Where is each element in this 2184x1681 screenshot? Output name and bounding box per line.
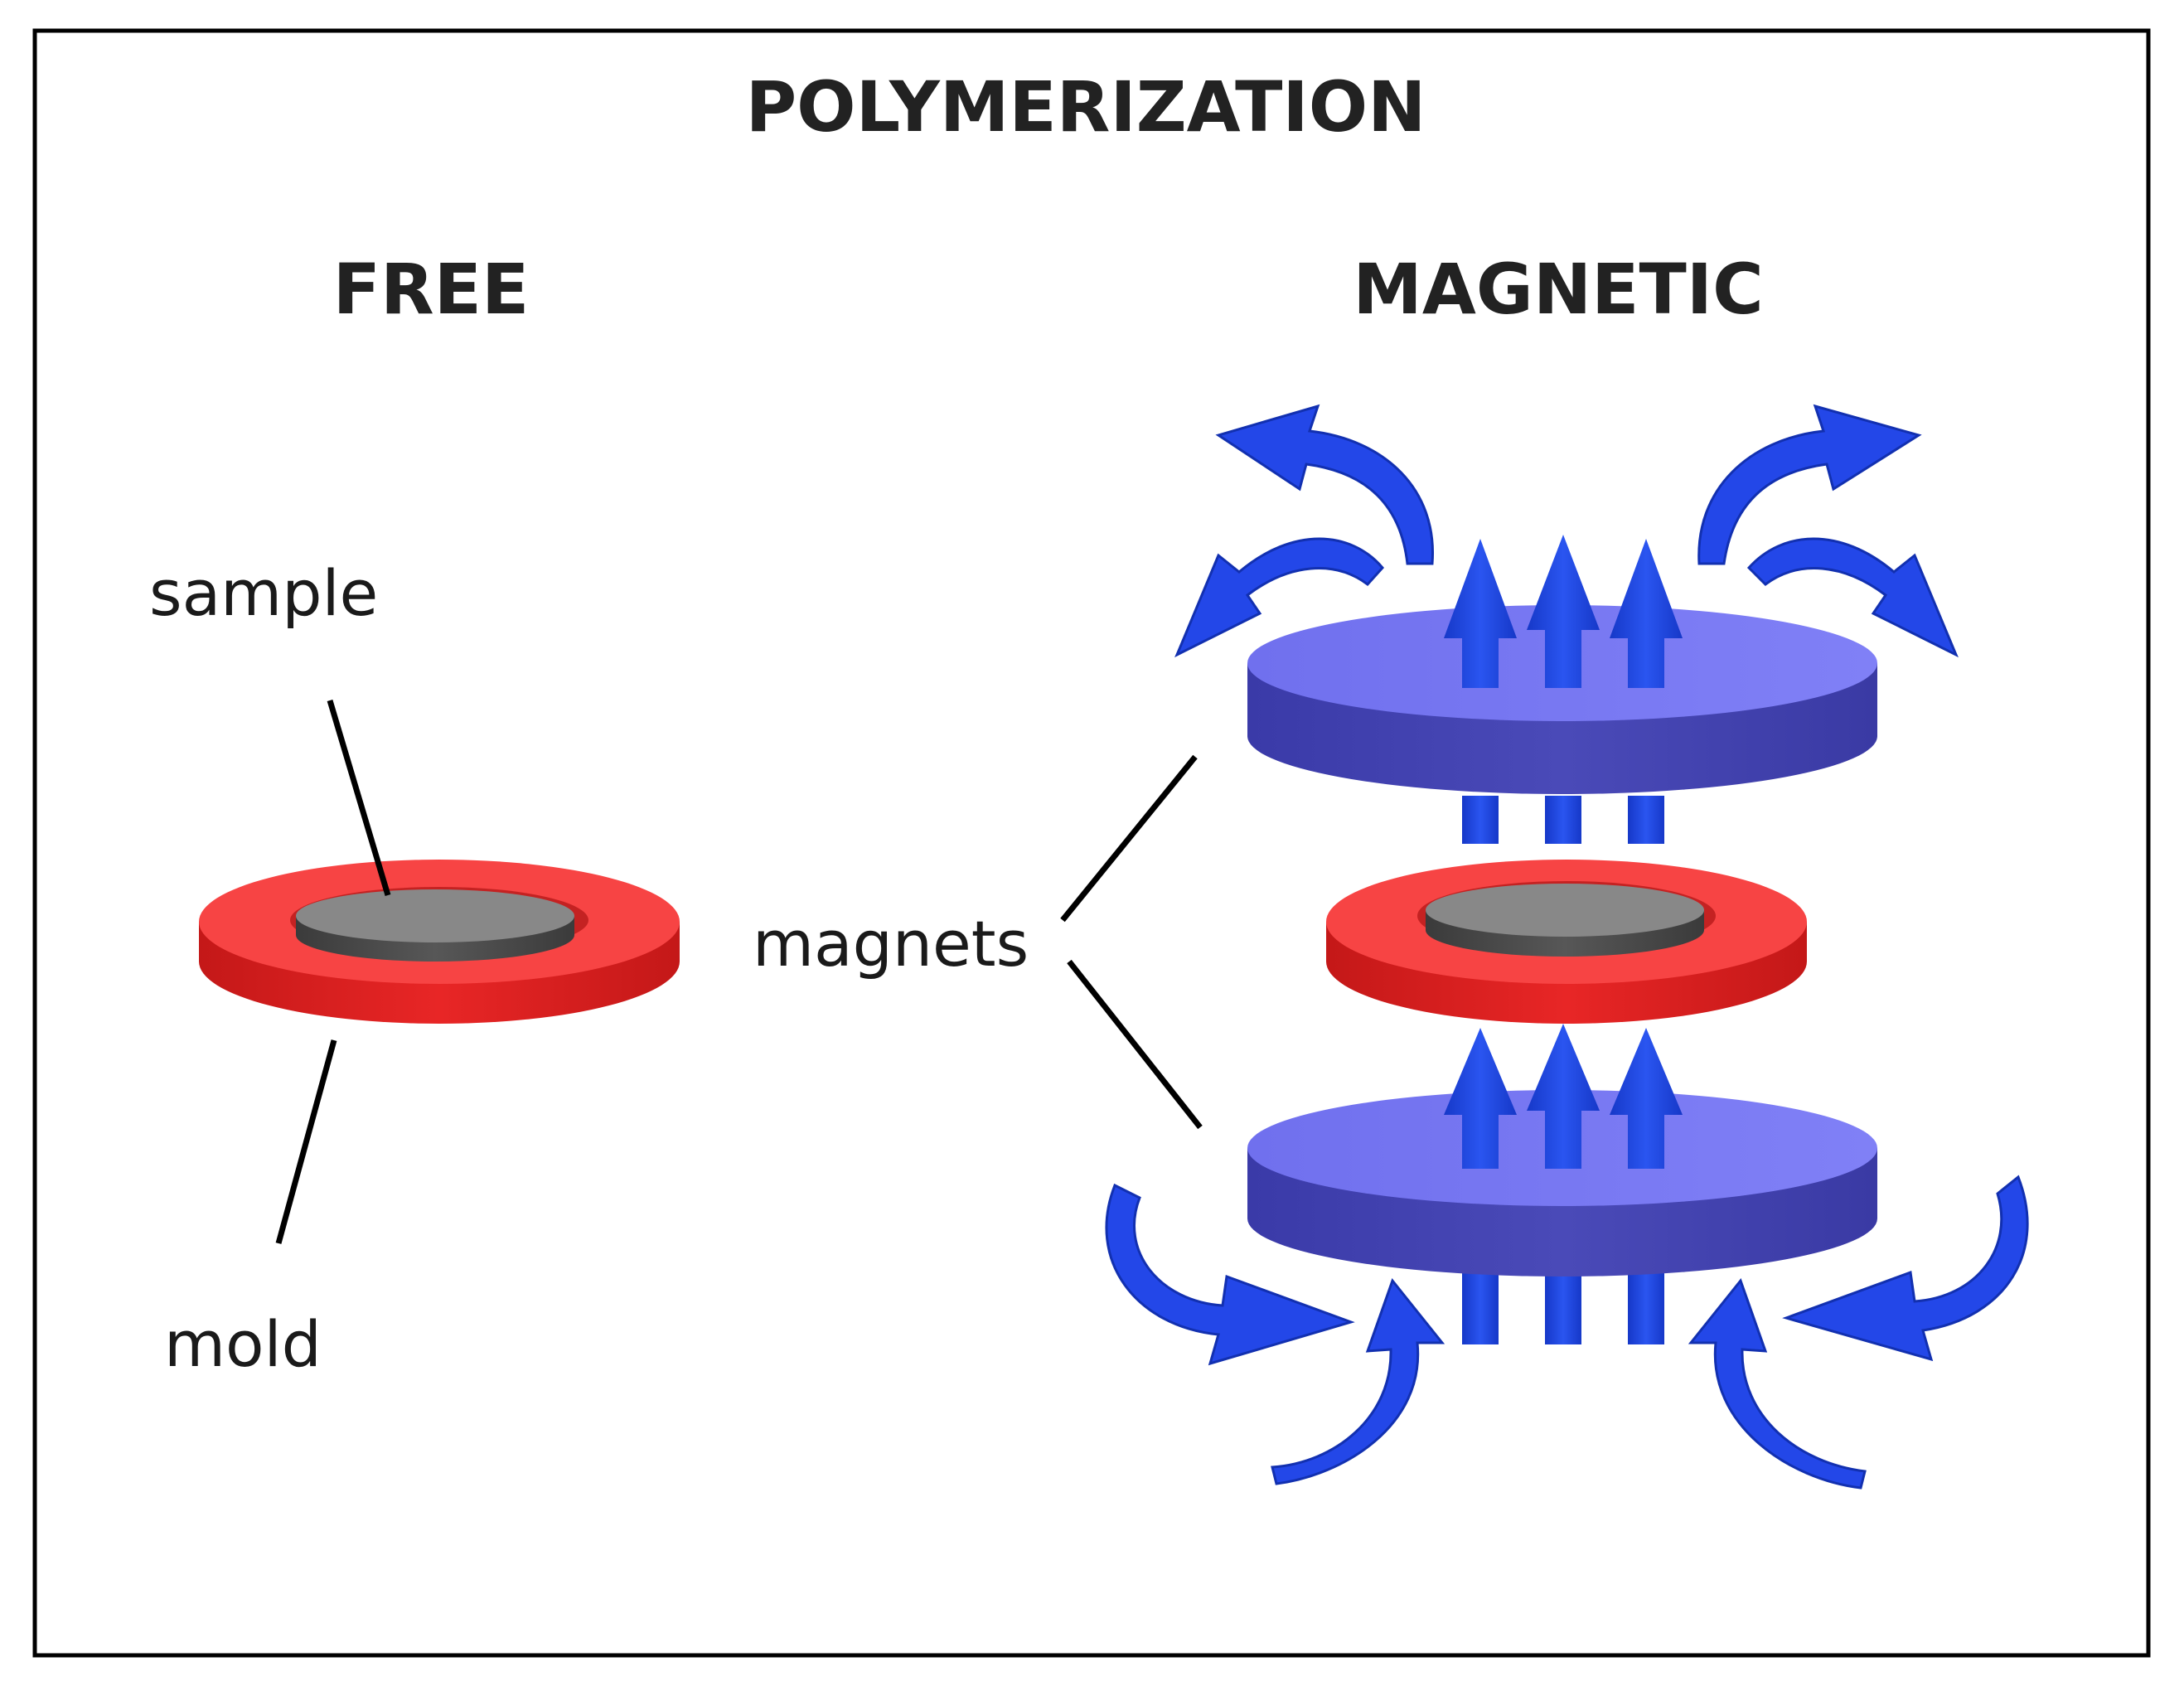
lower-return-arrows [1105, 1175, 2029, 1490]
magnetic-panel-heading: MAGNETIC [1353, 249, 1763, 330]
mold-label: mold [164, 1307, 322, 1381]
figure-border [32, 28, 2151, 1658]
mold-pointer-line [275, 1039, 337, 1244]
free-panel-heading: FREE [333, 249, 530, 330]
figure-title: POLYMERIZATION [746, 66, 1426, 148]
lower-field-arrows [1444, 1024, 1683, 1169]
sample-pointer-line [327, 700, 391, 896]
magnets-label: magnets [753, 907, 1029, 981]
field-arrows-between [1462, 796, 1664, 1344]
sample-label: sample [149, 556, 378, 630]
magnets-pointer-upper [1060, 754, 1198, 923]
magnets-pointer-lower [1067, 959, 1203, 1130]
upper-field-arrows [1444, 535, 1683, 688]
magnetic-sample [1426, 884, 1704, 957]
upper-return-arrows [1174, 404, 1959, 658]
free-sample [296, 889, 574, 962]
